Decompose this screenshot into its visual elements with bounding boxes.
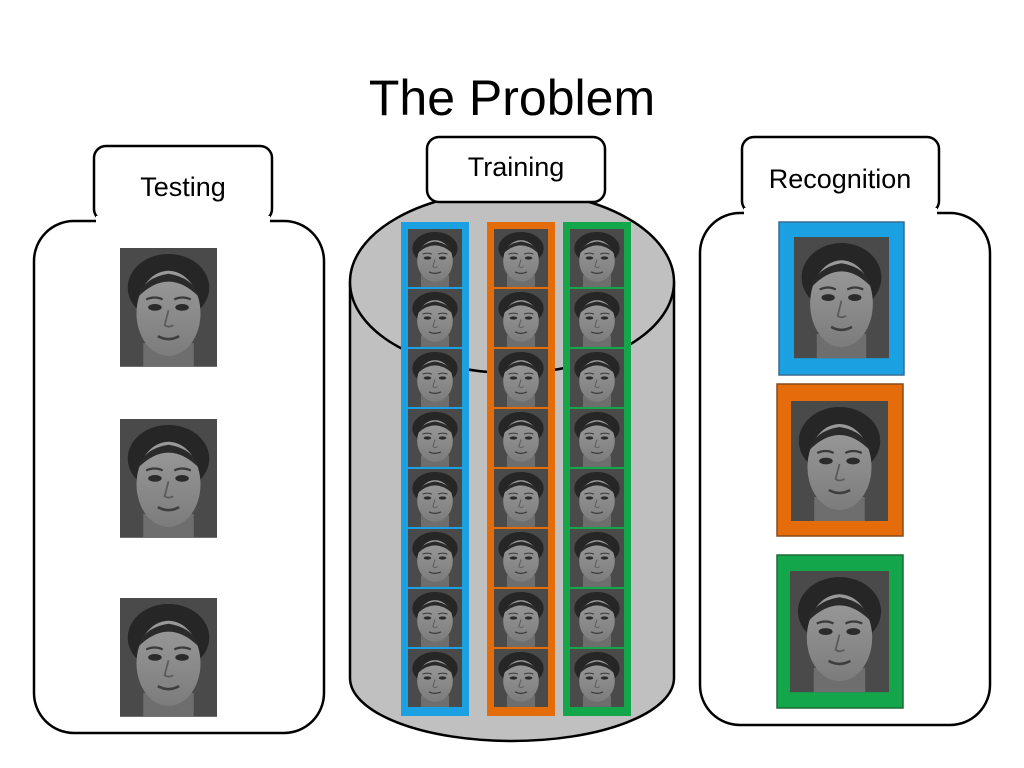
- testing-tab-join: [96, 216, 270, 226]
- training-face: [407, 408, 463, 468]
- test-face-subject-3: [118, 596, 219, 719]
- training-face: [493, 648, 549, 708]
- test-face-subject-2: [118, 417, 219, 540]
- training-face: [407, 468, 463, 528]
- training-column-subject-2: [487, 222, 555, 716]
- slide-title: The Problem: [369, 70, 655, 126]
- training-face: [407, 528, 463, 588]
- training-panel: Training: [348, 135, 676, 743]
- training-face: [569, 348, 625, 408]
- test-face-subject-1: [118, 246, 219, 369]
- training-face: [493, 528, 549, 588]
- training-face: [493, 468, 549, 528]
- recognized-subject-2: [776, 383, 904, 537]
- training-face: [569, 468, 625, 528]
- training-face: [569, 528, 625, 588]
- training-face: [407, 648, 463, 708]
- recognition-tab-join: [744, 208, 937, 218]
- training-face: [493, 228, 549, 288]
- training-face: [569, 588, 625, 648]
- training-tab: [425, 135, 607, 204]
- training-face: [493, 588, 549, 648]
- recognition-panel: Recognition: [698, 135, 992, 727]
- testing-panel: Testing: [32, 144, 326, 735]
- training-face: [407, 288, 463, 348]
- training-column-subject-3: [563, 222, 631, 716]
- recognized-subject-1: [778, 221, 905, 376]
- training-face-columns: [401, 222, 631, 716]
- training-face: [569, 228, 625, 288]
- testing-label: Testing: [140, 172, 226, 202]
- training-face: [569, 408, 625, 468]
- training-face: [493, 408, 549, 468]
- training-face: [407, 228, 463, 288]
- training-face: [493, 288, 549, 348]
- training-face: [569, 648, 625, 708]
- training-face: [493, 348, 549, 408]
- training-label: Training: [468, 152, 565, 182]
- training-face: [407, 588, 463, 648]
- training-face: [569, 288, 625, 348]
- recognized-subject-3: [776, 554, 904, 709]
- training-column-subject-1: [401, 222, 469, 716]
- recognition-label: Recognition: [769, 164, 912, 194]
- training-face: [407, 348, 463, 408]
